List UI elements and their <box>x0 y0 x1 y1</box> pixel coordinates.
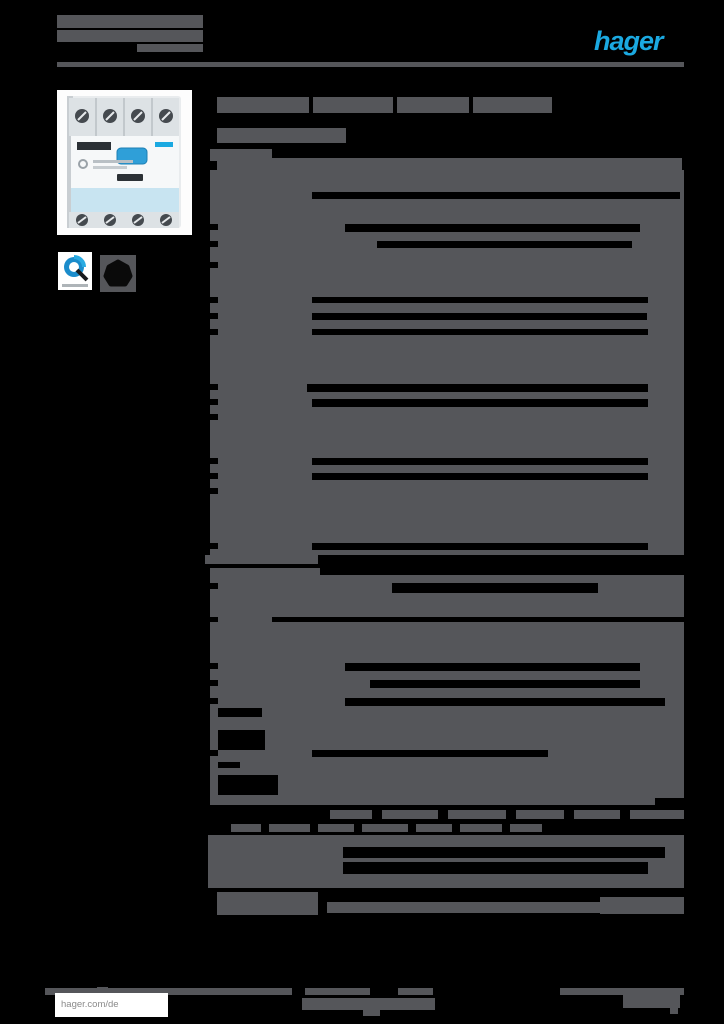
redacted-text-bar <box>217 128 346 143</box>
redacted-text-bar <box>510 824 542 832</box>
row-gap <box>210 458 218 464</box>
row-gap <box>210 583 218 589</box>
redacted-text-bar <box>623 988 680 1008</box>
row-gap <box>312 750 548 757</box>
row-gap <box>312 192 680 199</box>
redacted-text-bar <box>302 998 435 1010</box>
redacted-text-bar <box>57 62 684 67</box>
row-gap <box>210 313 218 319</box>
redacted-text-bar <box>57 30 137 42</box>
footer-website-box: hager.com/de <box>55 993 168 1017</box>
row-gap <box>370 680 640 688</box>
redacted-text-bar <box>460 824 502 832</box>
row-gap <box>377 241 632 248</box>
redacted-text-bar <box>217 97 309 113</box>
top-terminal-screws <box>75 109 173 123</box>
row-gap <box>312 458 648 465</box>
row-gap <box>210 224 218 230</box>
redacted-text-bar <box>416 824 452 832</box>
redacted-text-bar <box>574 810 620 819</box>
quality-mark-icon <box>58 252 92 290</box>
redacted-text-bar <box>330 810 372 819</box>
row-gap <box>210 262 218 268</box>
redacted-text-bar <box>231 824 261 832</box>
redacted-text-bar <box>382 810 438 819</box>
redacted-text-bar <box>217 892 318 915</box>
row-gap <box>210 414 218 420</box>
row-gap <box>210 488 218 494</box>
row-gap <box>218 730 265 750</box>
redacted-text-bar <box>97 987 108 992</box>
redacted-text-bar <box>397 97 469 113</box>
row-gap <box>345 663 640 671</box>
row-gap <box>218 708 262 717</box>
row-gap <box>210 698 218 704</box>
row-gap <box>272 617 684 622</box>
row-gap <box>210 329 218 335</box>
row-gap <box>312 473 648 480</box>
row-gap <box>433 988 560 995</box>
row-gap <box>345 698 665 706</box>
row-gap <box>655 798 684 805</box>
row-gap <box>292 988 305 995</box>
row-gap <box>312 399 648 407</box>
row-gap <box>210 680 218 686</box>
row-gap <box>218 762 240 768</box>
redacted-text-bar <box>269 824 310 832</box>
row-gap <box>307 384 648 392</box>
row-gap <box>312 543 648 550</box>
redacted-text-bar <box>217 158 682 170</box>
row-gap <box>210 663 218 669</box>
redacted-text-bar <box>45 988 684 995</box>
row-gap <box>343 847 665 858</box>
redacted-text-bar <box>137 30 203 42</box>
hager-logo: hager <box>594 26 664 56</box>
bottom-terminal-screws <box>76 214 172 226</box>
test-button <box>117 174 143 181</box>
row-gap <box>370 988 398 995</box>
row-gap <box>312 313 647 320</box>
row-gap <box>210 241 218 247</box>
website-link[interactable]: hager.com/de <box>61 999 119 1010</box>
certification-mark-icon <box>100 255 136 292</box>
row-gap <box>210 384 218 390</box>
row-gap <box>210 750 218 756</box>
row-gap <box>343 862 648 874</box>
redacted-text-bar <box>670 1008 678 1014</box>
redacted-text-bar <box>137 44 203 52</box>
redacted-text-bar <box>57 15 203 28</box>
row-gap <box>320 568 684 575</box>
redacted-text-bar <box>327 902 600 913</box>
redacted-text-bar <box>313 97 393 113</box>
redacted-text-bar <box>318 824 354 832</box>
redacted-text-bar <box>208 835 684 888</box>
redacted-text-bar <box>363 1010 380 1016</box>
redacted-text-bar <box>516 810 564 819</box>
redacted-text-bar <box>630 810 684 819</box>
row-gap <box>210 399 218 405</box>
row-gap <box>392 583 598 593</box>
redacted-text-bar <box>448 810 506 819</box>
row-gap <box>210 543 218 549</box>
row-gap <box>312 297 648 303</box>
redacted-text-bar <box>362 824 408 832</box>
redacted-text-bar <box>473 97 552 113</box>
redacted-text-bar <box>205 555 318 564</box>
product-photo-rccb <box>57 90 192 235</box>
rccb-illustration <box>67 96 181 228</box>
row-gap <box>210 473 218 479</box>
row-gap <box>218 775 278 795</box>
row-gap <box>210 297 218 303</box>
row-gap <box>210 617 218 622</box>
row-gap <box>312 329 648 335</box>
row-gap <box>345 224 640 232</box>
redacted-text-bar <box>210 170 684 555</box>
redacted-text-bar <box>600 897 684 914</box>
